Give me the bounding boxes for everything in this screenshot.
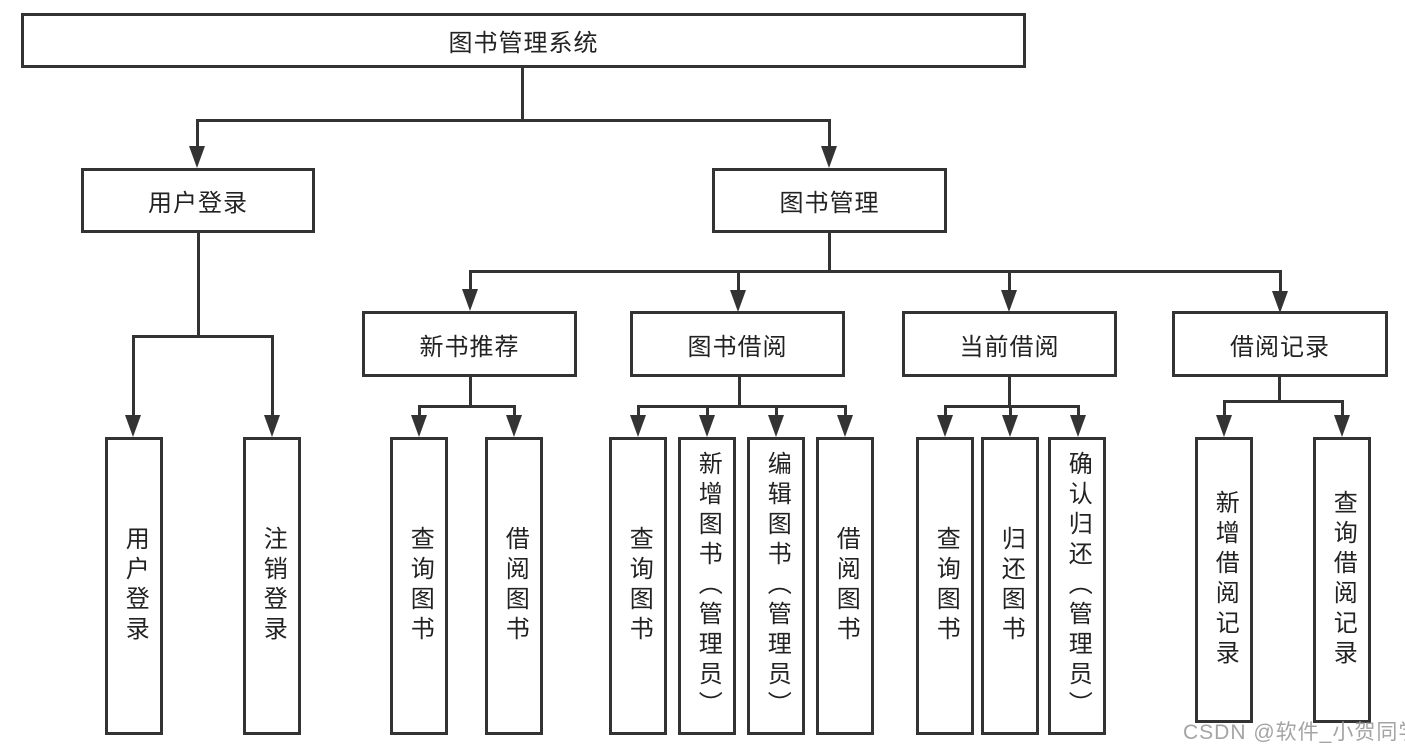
leaf-nb-borrow-books-label: 借阅图书 <box>501 526 529 646</box>
leaf-bw-query-books-label: 查询图书 <box>625 526 653 646</box>
connector-drop-bw-borrow <box>844 405 847 418</box>
arrowhead-book-borrow <box>730 290 746 312</box>
node-current-borrow: 当前借阅 <box>902 311 1117 377</box>
node-borrow-records: 借阅记录 <box>1172 311 1388 377</box>
connector-drop-rec-query <box>1341 400 1344 418</box>
connector-drop-logout <box>271 335 274 417</box>
node-borrow-records-label: 借阅记录 <box>1230 333 1330 361</box>
leaf-rec-add-record: 新增借阅记录 <box>1195 437 1253 723</box>
leaf-bw-borrow-books-label: 借阅图书 <box>832 526 860 646</box>
arrowhead-current-borrow <box>1001 290 1017 312</box>
leaf-login-label: 用户登录 <box>121 526 149 646</box>
leaf-nb-query-books: 查询图书 <box>390 437 448 735</box>
arrowhead-cur-return <box>1002 415 1018 437</box>
arrowhead-book-mgmt <box>821 146 837 168</box>
leaf-logout: 注销登录 <box>243 437 301 735</box>
node-user-login: 用户登录 <box>81 168 315 233</box>
connector-borrow-records-stub <box>1278 376 1281 402</box>
connector-current-borrow-stub <box>1008 377 1011 406</box>
node-book-mgmt: 图书管理 <box>712 168 947 233</box>
leaf-rec-query-record-label: 查询借阅记录 <box>1329 490 1357 670</box>
connector-root-stub <box>521 68 524 119</box>
arrowhead-new-books <box>462 289 478 311</box>
leaf-cur-confirm-return: 确认归还（管理员） <box>1048 437 1106 735</box>
connector-drop-new-books <box>469 270 472 293</box>
connector-level2-crossbar <box>469 270 1282 273</box>
connector-book-borrow-stub <box>738 376 741 406</box>
arrowhead-login <box>125 415 141 437</box>
connector-drop-login <box>132 335 135 417</box>
connector-user-login-crossbar <box>132 335 274 338</box>
arrowhead-rec-query <box>1334 415 1350 437</box>
connector-new-books-stub <box>469 377 472 406</box>
leaf-cur-query-books-label: 查询图书 <box>932 526 960 646</box>
arrowhead-nb-borrow <box>506 415 522 437</box>
arrowhead-bw-add <box>699 415 715 437</box>
node-root: 图书管理系统 <box>21 13 1026 68</box>
leaf-nb-query-books-label: 查询图书 <box>406 526 434 646</box>
leaf-nb-borrow-books: 借阅图书 <box>485 437 543 735</box>
node-book-mgmt-label: 图书管理 <box>779 190 880 217</box>
connector-drop-cur-confirm <box>1077 405 1080 418</box>
connector-user-login-stub <box>197 232 200 336</box>
node-current-borrow-label: 当前借阅 <box>959 333 1060 361</box>
leaf-bw-edit-books-label: 编辑图书（管理员） <box>763 451 791 721</box>
leaf-rec-query-record: 查询借阅记录 <box>1313 437 1371 723</box>
leaf-bw-edit-books: 编辑图书（管理员） <box>747 437 805 735</box>
leaf-bw-add-books: 新增图书（管理员） <box>678 437 736 735</box>
arrowhead-bw-query <box>630 415 646 437</box>
arrowhead-nb-query <box>411 415 427 437</box>
connector-drop-bw-edit <box>775 405 778 418</box>
connector-book-borrow-crossbar <box>637 405 847 408</box>
arrowhead-rec-add <box>1216 415 1232 437</box>
arrowhead-cur-query <box>937 415 953 437</box>
arrowhead-bw-edit <box>768 415 784 437</box>
arrowhead-borrow-records <box>1272 291 1288 313</box>
connector-new-books-crossbar <box>418 405 516 408</box>
leaf-bw-query-books: 查询图书 <box>609 437 667 735</box>
arrowhead-logout <box>264 415 280 437</box>
connector-drop-current-borrow <box>1008 270 1011 293</box>
node-book-borrow-label: 图书借阅 <box>687 333 788 361</box>
connector-borrow-records-crossbar <box>1223 400 1343 403</box>
connector-drop-nb-query <box>418 405 421 418</box>
connector-drop-rec-add <box>1223 400 1226 418</box>
csdn-watermark: CSDN @软件_小贺同学 <box>1183 721 1405 744</box>
arrowhead-cur-confirm <box>1070 415 1086 437</box>
connector-book-mgmt-stub <box>828 233 831 272</box>
node-new-books: 新书推荐 <box>362 311 577 377</box>
connector-drop-book-mgmt <box>828 119 831 149</box>
connector-drop-user-login <box>196 119 199 149</box>
leaf-logout-label: 注销登录 <box>259 526 287 646</box>
leaf-cur-return-books: 归还图书 <box>981 437 1039 735</box>
connector-drop-cur-query <box>944 405 947 418</box>
leaf-cur-confirm-return-label: 确认归还（管理员） <box>1064 451 1092 721</box>
node-book-borrow: 图书借阅 <box>630 311 845 377</box>
leaf-login: 用户登录 <box>105 437 163 735</box>
connector-drop-nb-borrow <box>513 405 516 418</box>
connector-level1-crossbar <box>196 119 831 122</box>
arrowhead-user-login <box>189 146 205 168</box>
connector-drop-bw-query <box>637 405 640 418</box>
connector-drop-cur-return <box>1009 405 1012 418</box>
node-new-books-label: 新书推荐 <box>419 333 520 361</box>
leaf-rec-add-record-label: 新增借阅记录 <box>1211 490 1239 670</box>
node-user-login-label: 用户登录 <box>148 190 248 217</box>
connector-drop-book-borrow <box>737 270 740 293</box>
leaf-bw-add-books-label: 新增图书（管理员） <box>694 451 722 721</box>
node-root-label: 图书管理系统 <box>448 30 599 57</box>
leaf-cur-return-books-label: 归还图书 <box>997 526 1025 646</box>
connector-drop-borrow-records <box>1279 270 1282 293</box>
connector-drop-bw-add <box>706 405 709 418</box>
arrowhead-bw-borrow <box>837 415 853 437</box>
leaf-cur-query-books: 查询图书 <box>916 437 974 735</box>
leaf-bw-borrow-books: 借阅图书 <box>816 437 874 735</box>
